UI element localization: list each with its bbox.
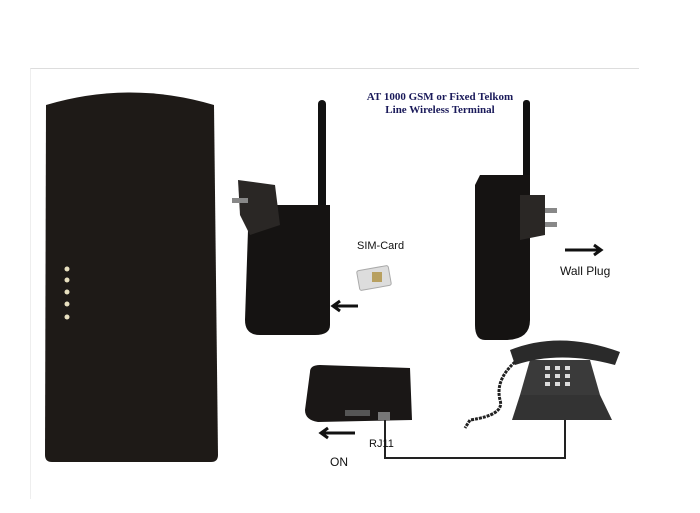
telephone-base [512, 395, 612, 420]
sim-card-label: SIM-Card [357, 240, 405, 252]
terminal-front-view [45, 92, 218, 462]
phone-cable [384, 415, 566, 459]
frame-border [30, 68, 639, 499]
on-label: ON [330, 455, 348, 469]
wall-plug-label: Wall Plug [560, 264, 611, 278]
telephone-handset [510, 340, 620, 365]
handset-cord [463, 360, 517, 429]
arrow-left-on [318, 426, 355, 440]
terminal-bottom-view [305, 365, 412, 422]
status-leds [64, 266, 70, 320]
arrow-left-sim [330, 299, 358, 313]
arrow-right-plug [565, 243, 604, 257]
wall-plug-left [238, 180, 280, 235]
rj11-label: RJ11 [369, 438, 394, 450]
antenna [318, 100, 326, 210]
terminal-side-view-right [475, 175, 530, 340]
diagram-title: AT 1000 GSM or Fixed Telkom Line Wireles… [366, 91, 514, 116]
keypad [545, 366, 570, 386]
terminal-side-view-left [245, 205, 330, 335]
wall-plug-right [520, 195, 545, 240]
